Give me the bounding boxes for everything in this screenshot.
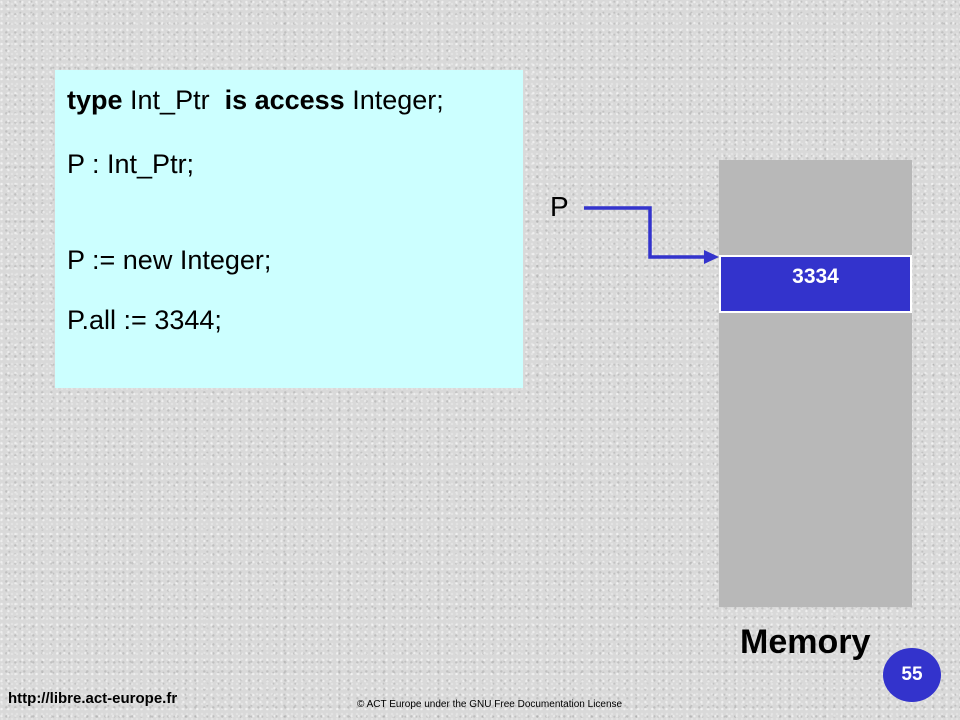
footer-copyright: © ACT Europe under the GNU Free Document… [357,699,623,710]
keyword-type: type [67,85,123,115]
page-number-badge: 55 [883,648,941,702]
pointer-arrow [584,206,719,264]
memory-cell: 3334 [719,255,912,313]
memory-label: Memory [740,623,871,661]
pointer-arrow-head [704,250,719,264]
code-line-assignment: P.all := 3344; [67,305,222,335]
code-type-target: Integer; [344,85,444,115]
footer-url[interactable]: http://libre.act-europe.fr [8,690,178,707]
code-line-allocation: P := new Integer; [67,245,272,275]
pointer-label: P [550,191,569,222]
code-type-name: Int_Ptr [122,85,225,115]
pointer-arrow-line [584,206,706,259]
keyword-is-access: is access [224,85,345,115]
code-box: type Int_Ptr is access Integer; P : Int_… [55,70,523,388]
memory-column [719,160,912,607]
code-line-variable-declaration: P : Int_Ptr; [67,149,195,179]
code-line-type-declaration: type Int_Ptr is access Integer; [67,84,511,116]
